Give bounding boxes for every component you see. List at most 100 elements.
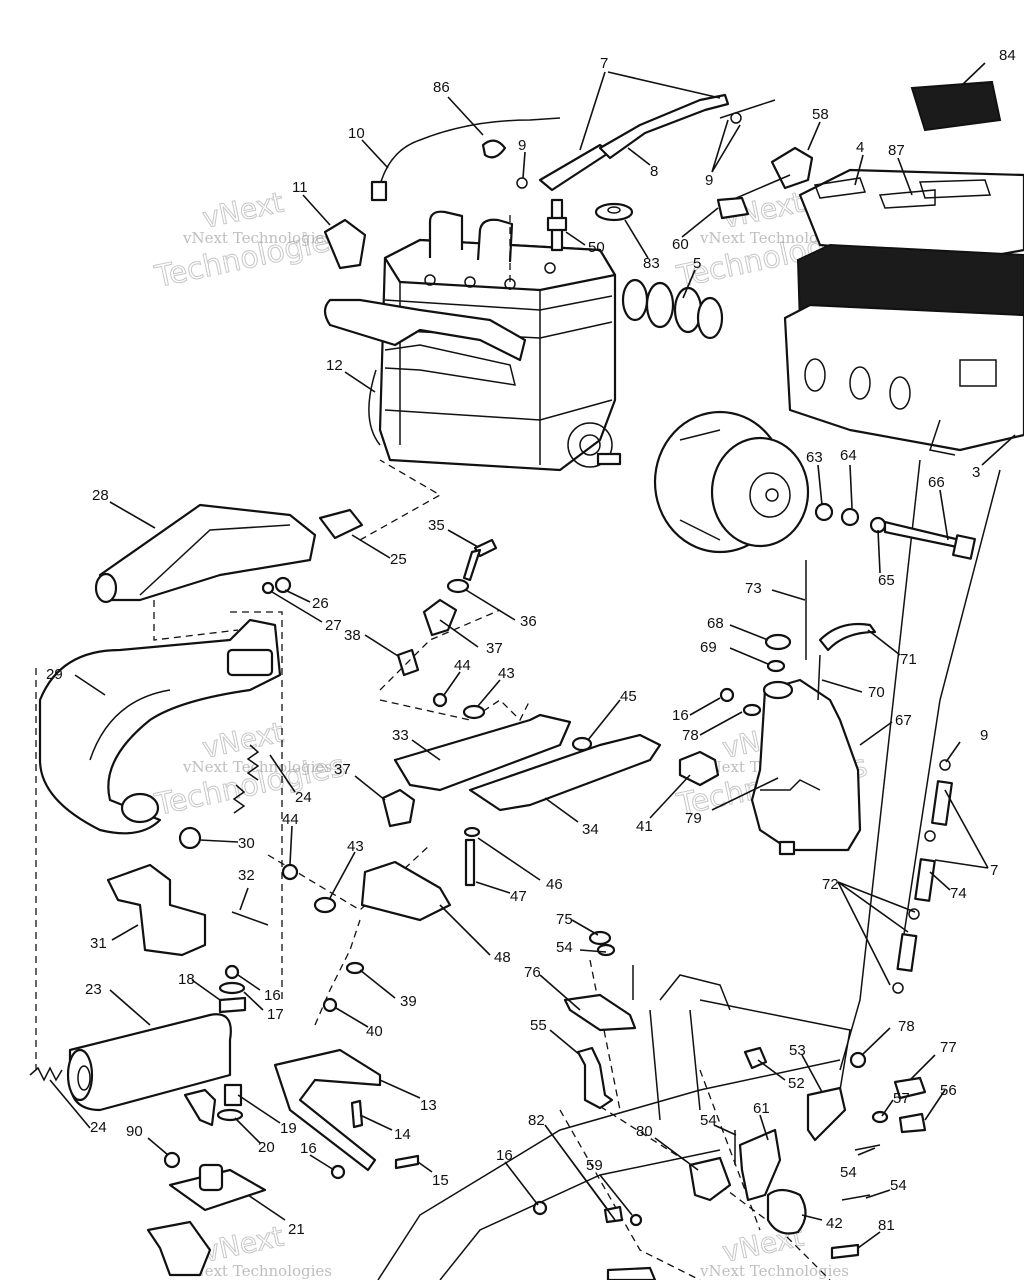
bracket-61 bbox=[738, 1128, 782, 1202]
bolt-66 bbox=[883, 520, 964, 550]
callout-20: 20 bbox=[258, 1139, 275, 1156]
spring-24 bbox=[246, 744, 260, 781]
bolt-56 bbox=[898, 1112, 927, 1134]
callout-35: 35 bbox=[428, 517, 445, 534]
sensor-58 bbox=[770, 146, 814, 190]
expansion-chamber bbox=[38, 618, 282, 835]
washer-64 bbox=[840, 507, 860, 527]
callout-63: 63 bbox=[806, 449, 823, 466]
callout-59: 59 bbox=[586, 1157, 603, 1174]
callout-31: 31 bbox=[90, 935, 107, 952]
washer-20 bbox=[216, 1108, 244, 1122]
nut-16b bbox=[330, 1164, 346, 1180]
callout-15: 15 bbox=[432, 1172, 449, 1189]
callout-54: 54 bbox=[556, 939, 573, 956]
cap-part bbox=[594, 202, 634, 222]
callout-8: 8 bbox=[650, 163, 658, 180]
callout-75: 75 bbox=[556, 911, 573, 928]
watermark-top-left: vNext vNext Technologies Technologies bbox=[151, 185, 349, 295]
callout-50: 50 bbox=[588, 239, 605, 256]
bracket-13 bbox=[273, 1048, 382, 1172]
callout-55: 55 bbox=[530, 1017, 547, 1034]
callout-13: 13 bbox=[420, 1097, 437, 1114]
svg-text:vNext Technologies: vNext Technologies bbox=[182, 229, 332, 247]
callout-71: 71 bbox=[900, 651, 917, 668]
cable-54 bbox=[854, 1144, 881, 1151]
callout-72: 72 bbox=[822, 876, 839, 893]
bolt-82 bbox=[603, 1205, 624, 1224]
chassis-frame bbox=[377, 459, 1001, 1280]
pin-32 bbox=[231, 911, 269, 926]
callout-38: 38 bbox=[344, 627, 361, 644]
callout-42: 42 bbox=[826, 1215, 843, 1232]
bracket-55 bbox=[576, 1046, 614, 1110]
callout-19: 19 bbox=[280, 1120, 297, 1137]
mount-41 bbox=[678, 750, 720, 787]
callout-90: 90 bbox=[126, 1123, 143, 1140]
nut-44b bbox=[281, 863, 299, 881]
fuel-line-7 bbox=[598, 93, 730, 160]
callout-16: 16 bbox=[264, 987, 281, 1004]
screw-81 bbox=[830, 1243, 860, 1260]
callout-66: 66 bbox=[928, 474, 945, 491]
washer-39 bbox=[345, 961, 365, 975]
callout-16: 16 bbox=[672, 707, 689, 724]
grommet-75b bbox=[596, 943, 616, 957]
callout-64: 64 bbox=[840, 447, 857, 464]
callout-37: 37 bbox=[334, 761, 351, 778]
callout-4: 4 bbox=[856, 139, 864, 156]
callout-57: 57 bbox=[893, 1090, 910, 1107]
callout-84: 84 bbox=[999, 47, 1016, 64]
engine-block bbox=[323, 210, 622, 472]
callout-79: 79 bbox=[685, 810, 702, 827]
callout-74: 74 bbox=[950, 885, 967, 902]
callout-56: 56 bbox=[940, 1082, 957, 1099]
bracket-bottom bbox=[146, 1220, 212, 1277]
callout-78: 78 bbox=[898, 1018, 915, 1035]
callout-69: 69 bbox=[700, 639, 717, 656]
hose-70 bbox=[817, 654, 821, 701]
callout-80: 80 bbox=[636, 1123, 653, 1140]
callout-54: 54 bbox=[890, 1177, 907, 1194]
nut-16d bbox=[532, 1200, 548, 1216]
callout-54: 54 bbox=[840, 1164, 857, 1181]
washer-78b bbox=[849, 1051, 867, 1069]
bracket-76 bbox=[563, 993, 637, 1032]
spark-plug bbox=[546, 198, 568, 252]
bracket-53 bbox=[806, 1086, 847, 1142]
mount-37 bbox=[422, 598, 458, 637]
callout-45: 45 bbox=[620, 688, 637, 705]
washer-17 bbox=[218, 981, 246, 995]
mount-37b bbox=[381, 788, 416, 828]
callout-28: 28 bbox=[92, 487, 109, 504]
callout-41: 41 bbox=[636, 818, 653, 835]
fitting-52 bbox=[743, 1046, 768, 1070]
callout-29: 29 bbox=[46, 666, 63, 683]
spring-24c bbox=[29, 1066, 63, 1082]
callout-65: 65 bbox=[878, 572, 895, 589]
callout-67: 67 bbox=[895, 712, 912, 729]
callout-9: 9 bbox=[980, 727, 988, 744]
callout-43: 43 bbox=[498, 665, 515, 682]
callout-16: 16 bbox=[300, 1140, 317, 1157]
callout-61: 61 bbox=[753, 1100, 770, 1117]
callout-82: 82 bbox=[528, 1112, 545, 1129]
washer-45 bbox=[571, 736, 593, 752]
bolt-35-shank bbox=[462, 548, 482, 582]
callout-44: 44 bbox=[282, 811, 299, 828]
nut-40 bbox=[322, 997, 338, 1013]
intake-rings bbox=[621, 278, 724, 340]
callout-44: 44 bbox=[454, 657, 471, 674]
callout-76: 76 bbox=[524, 964, 541, 981]
bracket-80 bbox=[688, 1156, 732, 1202]
drive-clutch bbox=[653, 410, 810, 554]
callout-52: 52 bbox=[788, 1075, 805, 1092]
fitting-bottom bbox=[606, 1266, 657, 1280]
callout-27: 27 bbox=[325, 617, 342, 634]
callout-47: 47 bbox=[510, 888, 527, 905]
callout-23: 23 bbox=[85, 981, 102, 998]
bolt-head-66 bbox=[952, 534, 976, 560]
nut-90 bbox=[163, 1151, 181, 1169]
callout-3: 3 bbox=[972, 464, 980, 481]
callout-46: 46 bbox=[546, 876, 563, 893]
